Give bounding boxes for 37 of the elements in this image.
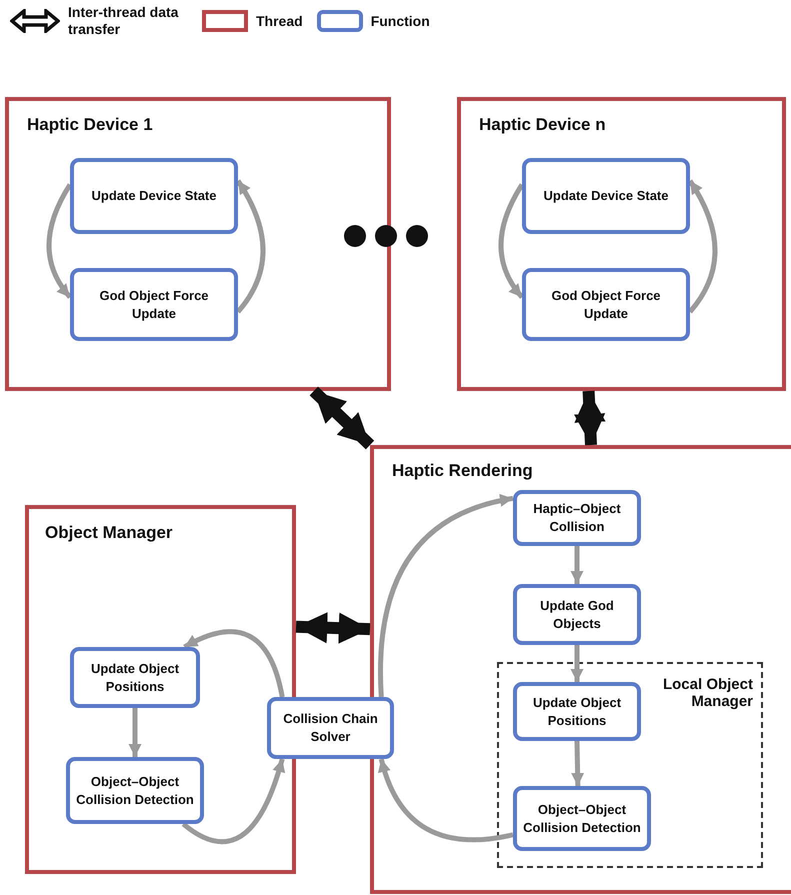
double-arrow [296,612,370,644]
curved-arrow [571,740,584,786]
double-arrow [574,390,606,446]
curved-arrow [183,629,285,698]
thread-title: Haptic Rendering [392,461,533,481]
thread-box [457,97,786,391]
thread-title: Object Manager [45,523,173,543]
legend-label: Inter-thread data transfer [68,4,180,38]
curved-arrow [570,546,584,584]
curved-arrow [182,758,285,844]
curved-arrow [688,179,718,314]
thread-title: Haptic Device 1 [27,115,153,135]
function-box: Update Device State [70,158,238,234]
function-box: Update God Objects [513,584,641,645]
curved-arrow [46,183,72,299]
function-box: Object–Object Collision Detection [66,757,204,824]
function-box: Haptic–Object Collision [513,490,641,546]
function-box: Update Object Positions [513,682,641,741]
double-arrow [310,386,374,450]
function-box: God Object Force Update [522,268,690,341]
curved-arrow [128,708,142,757]
curved-arrow [378,758,514,842]
legend-label: Function [370,12,430,30]
thread-title: Local Object Manager [662,676,753,710]
function-box: Object–Object Collision Detection [513,786,651,851]
dashed-group-box [497,662,763,868]
curved-arrow [498,183,524,299]
function-box: Update Device State [522,158,690,234]
curved-arrow [570,645,584,682]
function-box: God Object Force Update [70,268,238,341]
thread-box [5,97,391,391]
function-box: Update Object Positions [70,647,200,708]
legend-label: Thread [256,12,303,30]
thread-title: Haptic Device n [479,115,606,135]
function-box: Collision Chain Solver [267,697,394,759]
curved-arrow [236,179,266,314]
curved-arrow [378,494,514,698]
